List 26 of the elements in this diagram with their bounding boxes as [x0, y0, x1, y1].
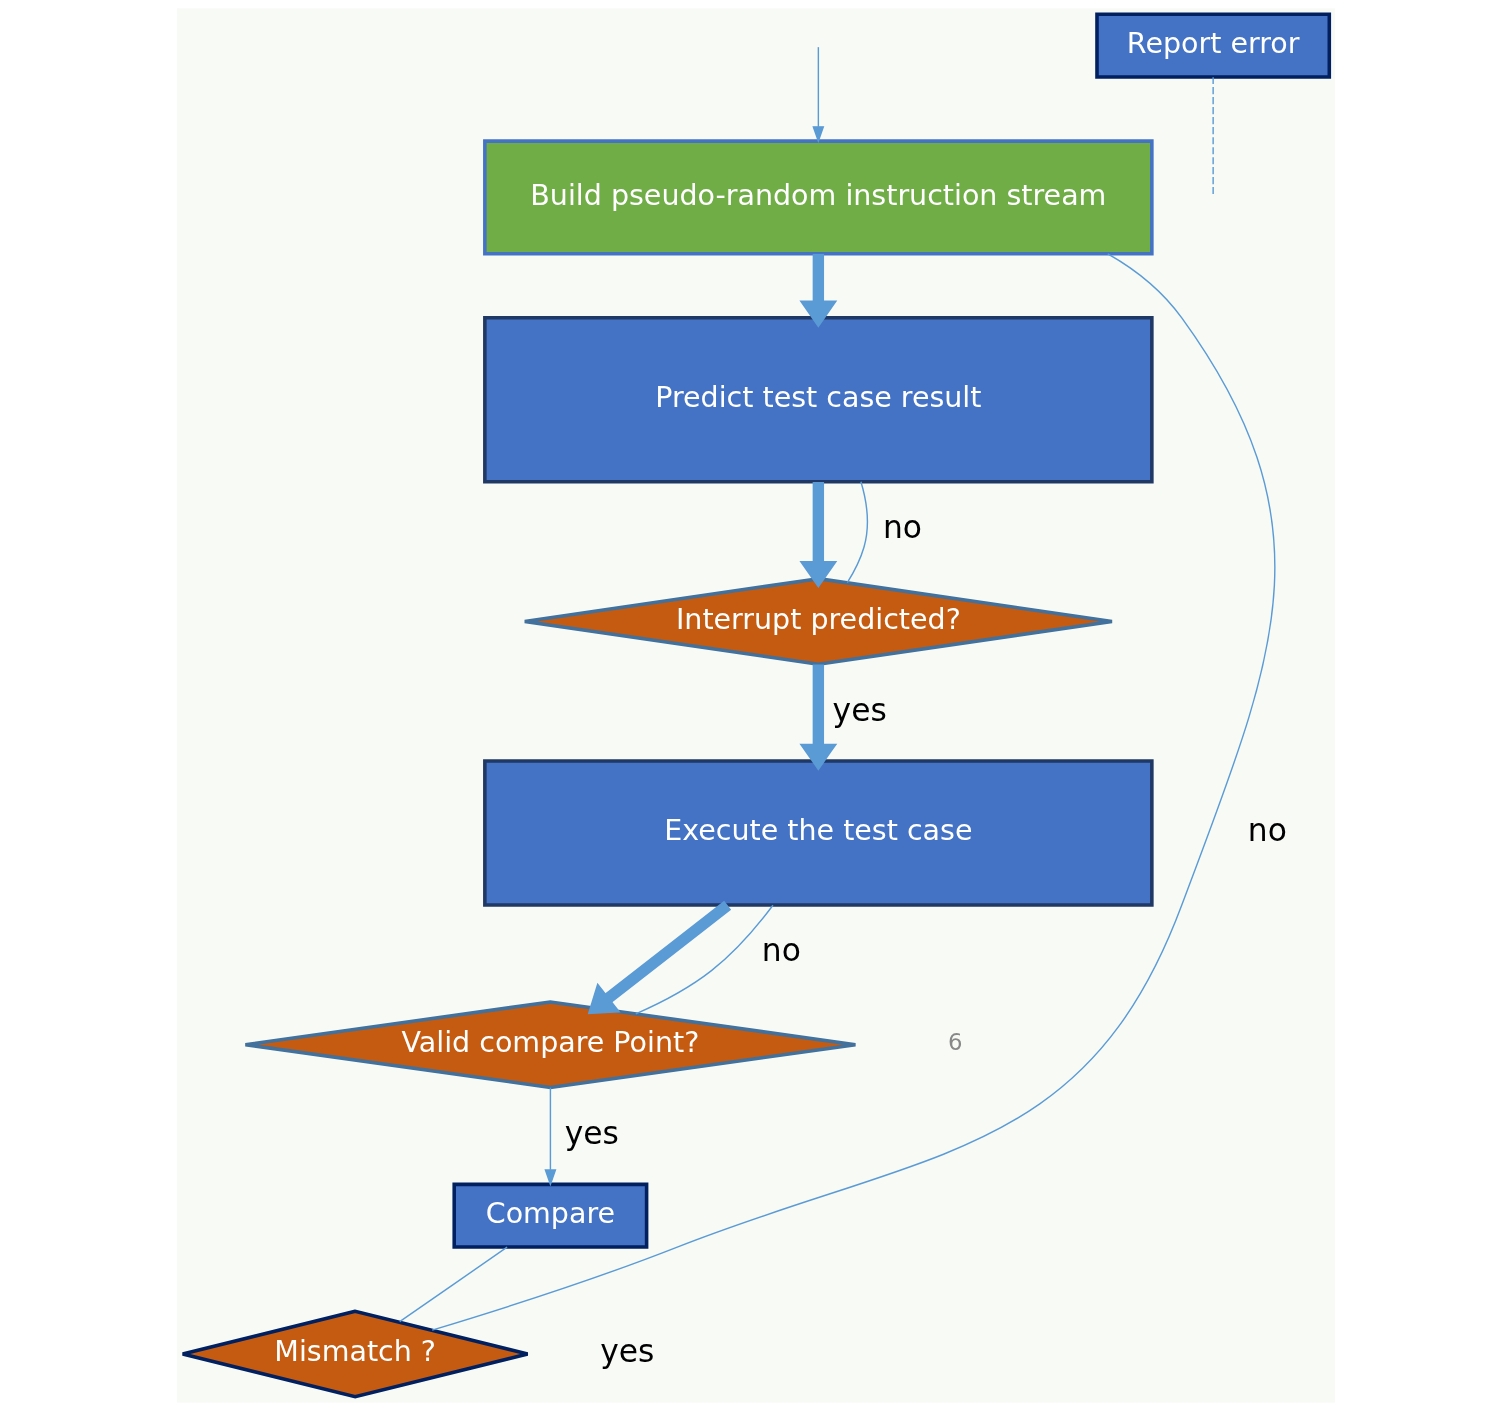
node-box: Compare	[451, 1182, 648, 1249]
node-box: Predict test case result	[482, 316, 1154, 484]
arrow	[798, 482, 837, 589]
node-diamond: Interrupt predicted?	[522, 576, 1114, 666]
edge-label: yes	[564, 1114, 619, 1151]
node-box: Report error	[1094, 12, 1331, 79]
edge-label: yes	[832, 691, 887, 728]
label: 6	[947, 1029, 962, 1056]
connector	[430, 253, 1275, 1331]
edge-label: no	[882, 509, 922, 546]
arrow	[798, 253, 837, 328]
connector	[634, 904, 774, 1015]
connector	[398, 1246, 508, 1323]
node-box: Execute the test case	[482, 759, 1154, 907]
label: yes	[599, 1332, 654, 1369]
connector	[1211, 76, 1214, 197]
node-box: Build pseudo-random instruction stream	[482, 139, 1154, 256]
arrow	[543, 1087, 556, 1187]
node-diamond: Valid compare Point?	[243, 1000, 857, 1090]
arrow	[811, 46, 824, 144]
arrow	[798, 664, 837, 771]
edge-label: no	[761, 932, 801, 969]
arrow	[587, 900, 731, 1015]
edge-label: no	[1247, 812, 1287, 849]
node-diamond: Mismatch ?	[180, 1309, 529, 1399]
connector	[846, 481, 868, 584]
